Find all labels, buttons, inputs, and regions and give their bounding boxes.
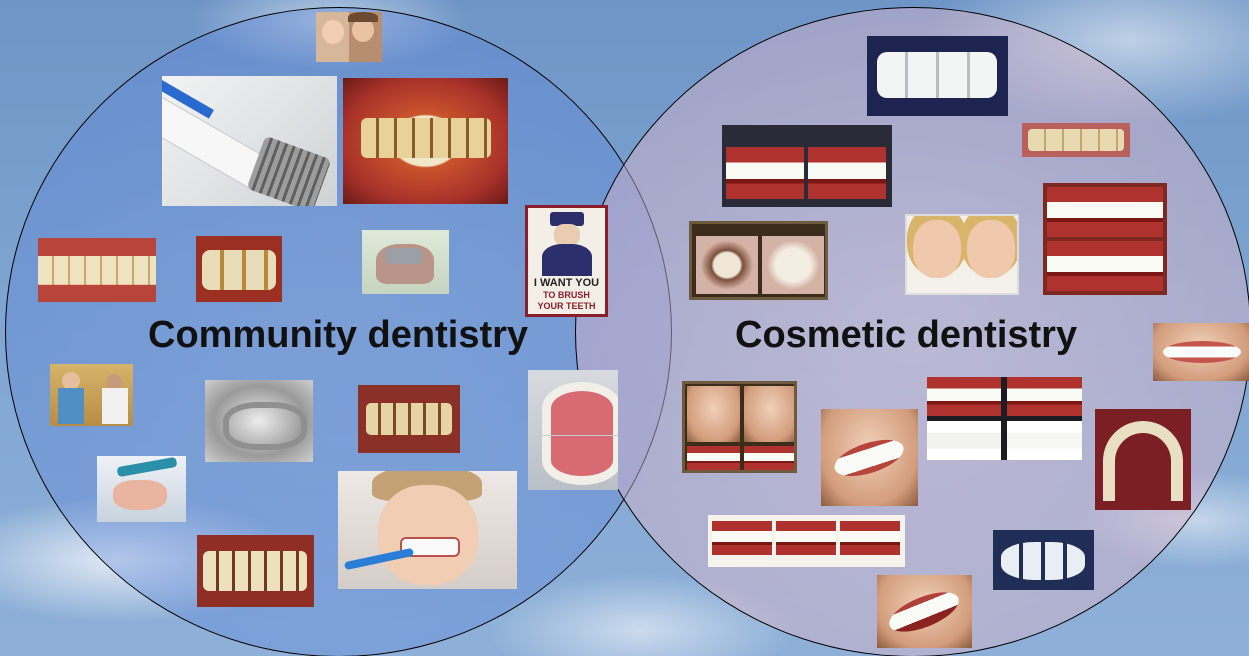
uncle-sam-poster: I WANT YOU TO BRUSH YOUR TEETH [525,205,608,317]
women-before-after-photo [905,214,1019,295]
laughing-smile-photo [877,575,972,648]
partial-denture-frame-photo [205,380,313,462]
children-photo [316,12,382,62]
decayed-teeth-photo [343,78,508,204]
worn-teeth-photo [358,385,460,453]
smiling-lips-photo [1153,323,1249,381]
dental-model-photo [362,230,449,294]
full-dentures-photo [528,370,618,490]
porcelain-crown-diagram [1095,409,1191,510]
smile-comparison-photo [1043,183,1167,295]
white-smile-closeup [821,409,918,506]
smile-gallery-before-after [722,125,892,207]
gap-closure-grid [927,377,1082,460]
veneer-result-strip [708,515,905,567]
poster-text-line3: YOUR TEETH [528,302,605,311]
plaque-teeth-photo [38,238,156,302]
girl-brushing-photo [338,471,517,589]
community-dentistry-label: Community dentistry [148,316,528,354]
crowned-molars-photo [196,236,282,302]
veneer-shells-photo [993,530,1094,590]
woman-smile-grid [682,381,797,473]
gum-recession-photo [197,535,314,607]
poster-text-line2: TO BRUSH [528,291,605,300]
cosmetic-dentistry-label: Cosmetic dentistry [735,316,1077,354]
porcelain-veneers-photo [867,36,1008,116]
filling-before-after [689,221,828,300]
toothbrush-photo [162,76,337,206]
dental-exam-photo [50,364,133,426]
denture-cleaning-photo [97,456,186,522]
poster-text-line1: I WANT YOU [528,278,605,289]
stained-teeth-photo [1022,123,1130,157]
